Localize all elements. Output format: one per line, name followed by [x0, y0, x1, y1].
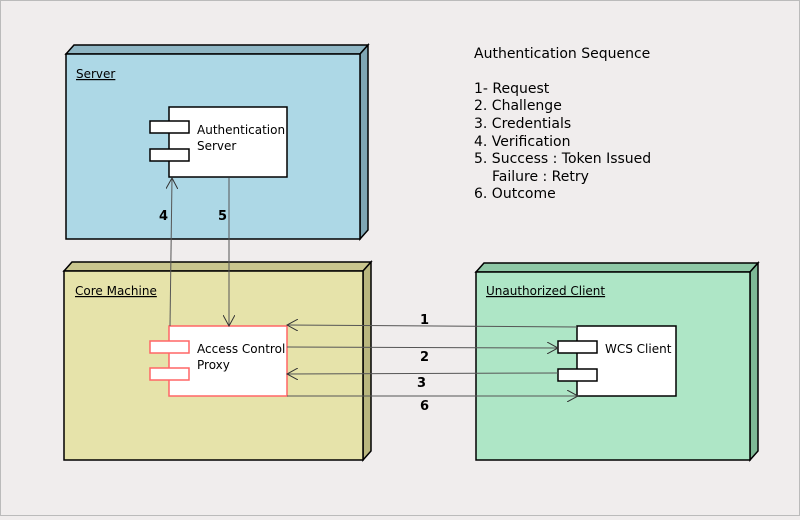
- arrow-2-challenge[interactable]: [286, 347, 558, 348]
- legend-line-5: 5. Success : Token Issued: [474, 151, 651, 167]
- auth-server-body: [168, 106, 288, 178]
- wcs-client-port-top: [557, 340, 598, 354]
- wcs-client-body: [576, 325, 677, 397]
- proxy-port-top: [149, 340, 190, 354]
- arrow-2-label: 2: [420, 350, 429, 365]
- client-node-side: [749, 261, 759, 462]
- legend-title: Authentication Sequence: [474, 46, 650, 62]
- legend-line-2: 2. Challenge: [474, 98, 562, 114]
- legend-line-4: 4. Verification: [474, 134, 570, 150]
- auth-server-port-top: [149, 120, 190, 134]
- client-node-label: Unauthorized Client: [486, 284, 605, 298]
- wcs-client-label: WCS Client: [605, 342, 672, 356]
- proxy-label-line1: Access Control: [197, 342, 285, 356]
- arrow-4-verification[interactable]: [170, 178, 172, 327]
- authentication-server-component[interactable]: Authentication Server: [149, 106, 288, 178]
- legend-line-1: 1- Request: [474, 81, 550, 97]
- arrow-6-label: 6: [420, 399, 429, 414]
- legend-line-6: Failure : Retry: [492, 169, 589, 185]
- core-machine-node-top: [62, 261, 373, 272]
- proxy-port-bottom: [149, 367, 190, 381]
- auth-server-port-bottom: [149, 148, 190, 162]
- legend-line-7: 6. Outcome: [474, 186, 556, 202]
- arrow-4-label: 4: [159, 209, 168, 224]
- server-node-top: [64, 44, 370, 55]
- arrow-3-label: 3: [417, 376, 426, 391]
- legend-line-3: 3. Credentials: [474, 116, 571, 132]
- arrow-1-request[interactable]: [287, 325, 578, 327]
- access-control-proxy-component[interactable]: Access Control Proxy: [149, 325, 288, 397]
- proxy-label-line2: Proxy: [197, 358, 230, 372]
- server-node-label: Server: [76, 67, 115, 81]
- legend: Authentication Sequence 1- Request 2. Ch…: [474, 46, 651, 202]
- auth-server-label-line2: Server: [197, 139, 236, 153]
- arrow-3-credentials[interactable]: [287, 373, 559, 374]
- server-node[interactable]: Server: [64, 43, 370, 241]
- core-machine-node-side: [362, 260, 372, 462]
- wcs-client-component[interactable]: WCS Client: [557, 325, 677, 397]
- arrow-1-label: 1: [420, 313, 429, 328]
- wcs-client-port-bottom: [557, 368, 598, 382]
- server-node-side: [359, 43, 369, 241]
- proxy-body: [168, 325, 288, 397]
- arrow-5-label: 5: [218, 209, 227, 224]
- client-node-top: [474, 262, 760, 273]
- auth-server-label-line1: Authentication: [197, 123, 285, 137]
- core-machine-node-label: Core Machine: [75, 284, 157, 298]
